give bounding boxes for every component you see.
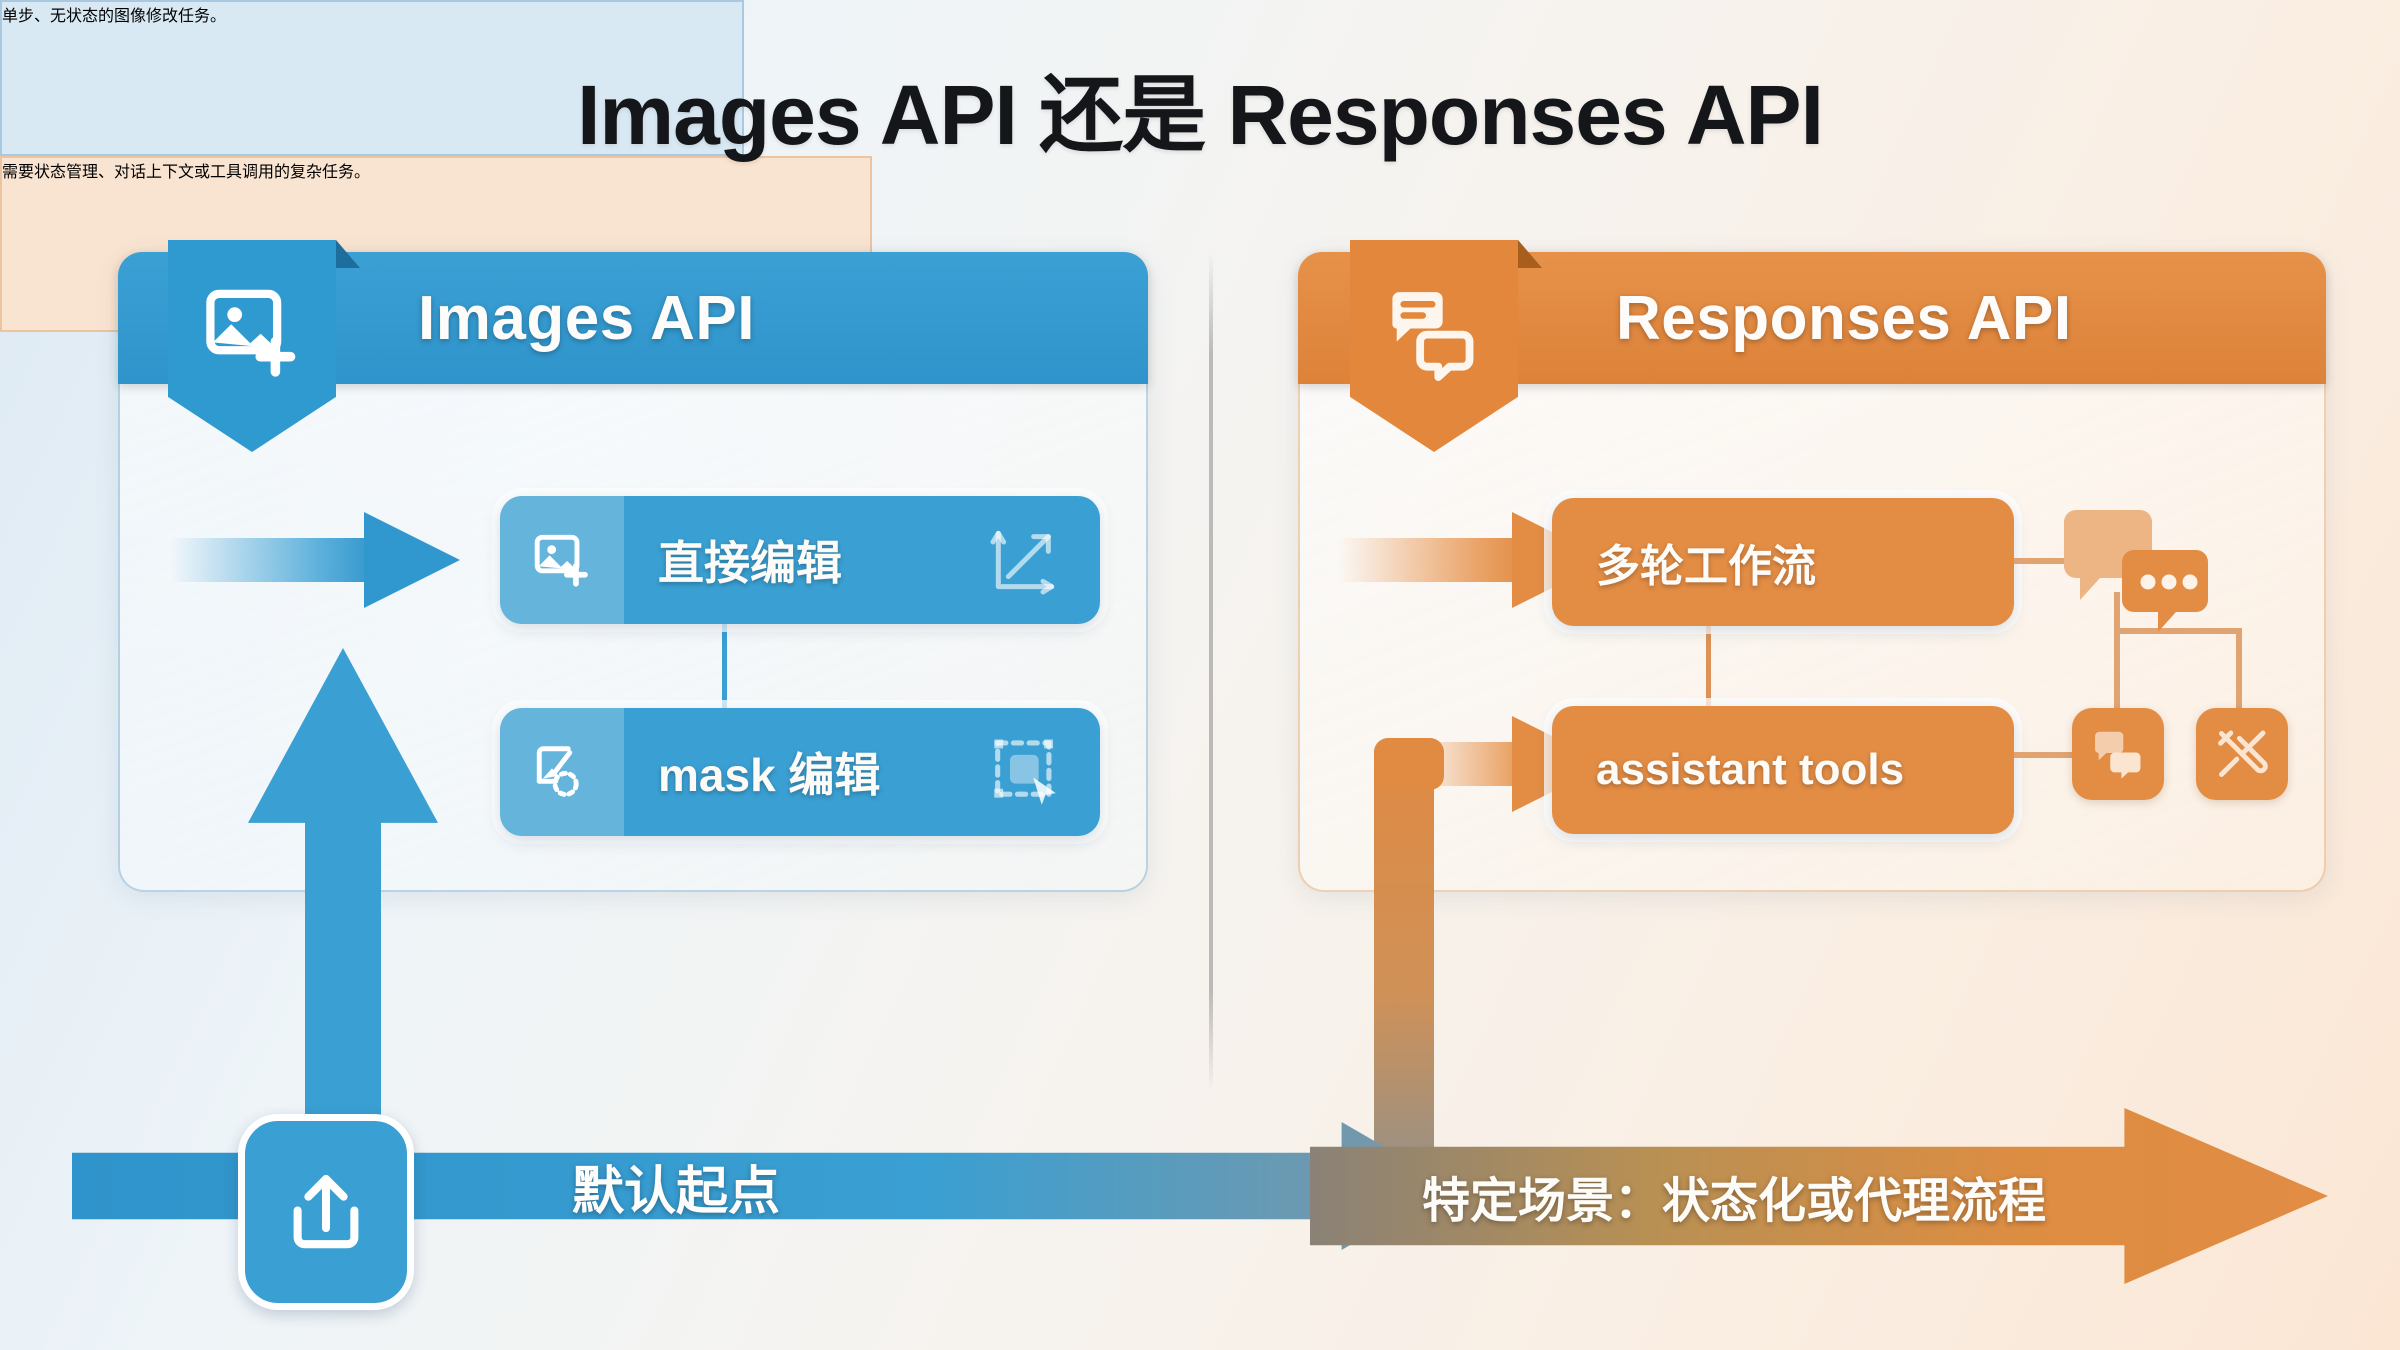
arrow-head	[364, 512, 460, 608]
images-api-caption-text: 单步、无状态的图像修改任务。	[2, 8, 227, 25]
chat-bubbles-icon	[1382, 280, 1486, 384]
connector-line	[2014, 558, 2064, 564]
arrow-shaft	[1338, 538, 1533, 582]
feature-assistant-tools-label: assistant tools	[1596, 745, 1905, 794]
responses-flow-elbow	[1374, 744, 1434, 1164]
default-start-label: 默认起点	[572, 1162, 781, 1221]
feature-multiturn-workflow-label: 多轮工作流	[1596, 542, 1816, 591]
arrow-shaft	[170, 538, 379, 582]
responses-flow-elbow-cap	[1374, 738, 1444, 790]
transform-resize-icon	[950, 496, 1100, 624]
feature-mask-edit-label: mask 编辑	[658, 749, 881, 801]
chat-bubble-dots-icon	[2056, 500, 2226, 640]
connector-line	[2236, 628, 2242, 710]
connector-line	[2114, 628, 2242, 634]
images-flow-arrow	[170, 512, 460, 608]
images-api-caption: 单步、无状态的图像修改任务。	[0, 0, 744, 156]
tools-wrench-screwdriver-icon	[2196, 708, 2288, 800]
upload-button[interactable]	[238, 1114, 414, 1310]
connector-line	[2014, 752, 2072, 758]
responses-pill-connector	[1706, 626, 1711, 706]
connector-line	[2114, 592, 2120, 632]
feature-direct-edit[interactable]: 直接编辑	[500, 496, 1100, 624]
responses-api-caption-text: 需要状态管理、对话上下文或工具调用的复杂任务。	[2, 164, 371, 181]
panel-divider	[1209, 252, 1213, 1092]
feature-multiturn-workflow[interactable]: 多轮工作流	[1552, 498, 2014, 626]
upload-icon	[280, 1166, 372, 1258]
images-api-header-label: Images API	[418, 283, 755, 353]
chat-bubbles-icon	[2072, 708, 2164, 800]
feature-assistant-tools[interactable]: assistant tools	[1552, 706, 2014, 834]
specific-scenario-label: 特定场景：状态化或代理流程	[1422, 1175, 2047, 1228]
specific-scenario-banner: 特定场景：状态化或代理流程	[1310, 1108, 2328, 1284]
connector-line	[2114, 628, 2120, 710]
image-plus-icon	[500, 496, 624, 624]
page-title: Images API 还是 Responses API	[577, 68, 1824, 162]
feature-direct-edit-label: 直接编辑	[658, 537, 842, 589]
image-plus-icon	[200, 280, 304, 384]
images-pill-connector	[722, 624, 727, 708]
selection-cursor-icon	[950, 708, 1100, 836]
image-mask-icon	[500, 708, 624, 836]
responses-api-header-label: Responses API	[1616, 283, 2072, 353]
feature-mask-edit[interactable]: mask 编辑	[500, 708, 1100, 836]
